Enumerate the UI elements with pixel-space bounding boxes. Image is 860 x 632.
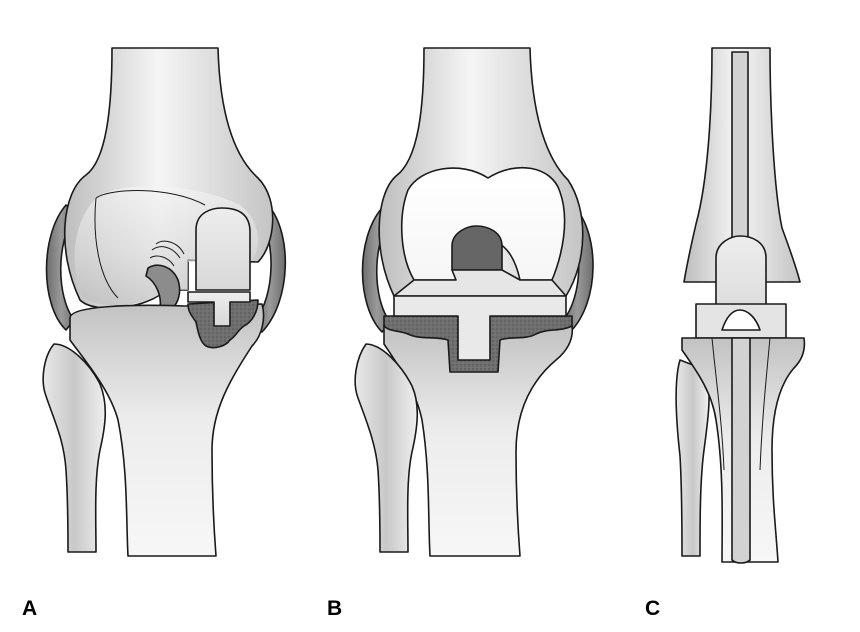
panel-b-tibial-tray (393, 295, 567, 361)
panel-a-tibia (69, 303, 265, 557)
panel-a-femur-condyle-line (94, 190, 206, 299)
panel-a-cruciate-lines (149, 240, 185, 267)
panel-a-tibial-tray (187, 291, 251, 327)
panel-b-tibia (383, 325, 574, 557)
panel-c-fibula (675, 359, 710, 557)
panel-b-total-knee (354, 47, 594, 557)
panel-b-fibula (354, 343, 419, 553)
panel-label-c: C (645, 597, 661, 620)
panel-c-hinged-knee (675, 47, 806, 564)
panel-c-tibial-stem (731, 337, 751, 564)
panel-label-a: A (22, 597, 38, 620)
panel-a-fibula (42, 343, 107, 553)
panel-a-unicompartmental-knee (42, 47, 287, 557)
panel-b-intercondylar-box (451, 225, 503, 271)
panel-a-femoral-implant (195, 207, 251, 291)
panel-c-tibia-contour (711, 337, 771, 471)
panel-c-femoral-stem (731, 51, 749, 245)
panel-c-hinge-cup (721, 309, 761, 331)
panel-a-cruciate-strands (145, 264, 181, 309)
panel-label-b: B (327, 597, 343, 620)
